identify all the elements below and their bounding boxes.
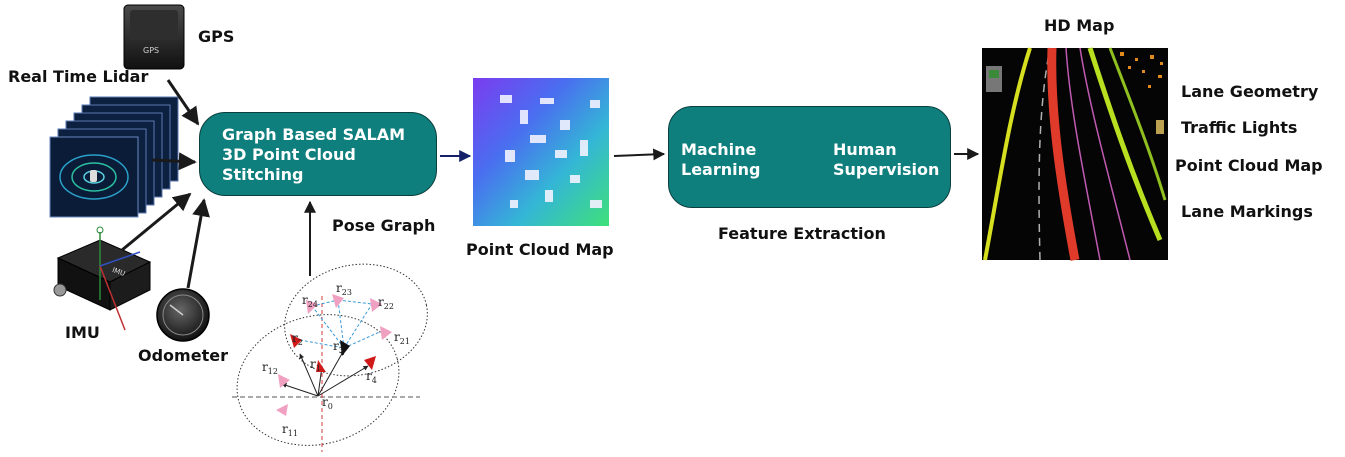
pose-graph-label: Pose Graph [332, 216, 436, 235]
ml-line-2: Learning [681, 160, 761, 179]
node-r12: r12 [262, 360, 278, 376]
node-r21: r21 [394, 330, 410, 346]
hd-map-title: HD Map [1044, 16, 1115, 35]
output-lane-markings: Lane Markings [1181, 202, 1313, 221]
human-line-2: Supervision [833, 160, 940, 179]
imu-device-image [53, 226, 152, 331]
slam-line-2: 3D Point Cloud [222, 145, 356, 164]
imu-label: IMU [65, 323, 100, 342]
slam-line-3: Stitching [222, 165, 304, 184]
node-r0: r0 [322, 395, 333, 411]
cloud-to-feature-arrow [613, 148, 666, 161]
pose-graph-figure: r0 r1 r2 r3 r4 r11 r12 r21 r22 r23 r24 [232, 263, 428, 452]
point-cloud-map-image [473, 78, 609, 226]
gps-device-text: GPS [143, 46, 160, 55]
gps-label: GPS [198, 27, 235, 46]
feature-extraction-label: Feature Extraction [718, 224, 886, 243]
imu-arrow [121, 192, 192, 252]
output-traffic-lights: Traffic Lights [1181, 118, 1298, 137]
slam-line-1: Graph Based SALAM [222, 125, 406, 144]
output-point-cloud-map: Point Cloud Map [1175, 156, 1323, 175]
lidar-arrow [151, 152, 197, 171]
node-r1: r1 [310, 357, 321, 373]
node-r11: r11 [282, 422, 298, 438]
node-r3: r3 [333, 339, 344, 355]
lidar-label: Real Time Lidar [8, 67, 149, 86]
human-line-1: Human [833, 140, 897, 159]
node-r24: r24 [302, 293, 318, 309]
lidar-frames-image [49, 96, 179, 218]
odometer-arrow [186, 198, 210, 289]
node-r2: r2 [292, 331, 303, 347]
slam-box: Graph Based SALAM 3D Point Cloud Stitchi… [199, 112, 437, 196]
ml-line-1: Machine [681, 140, 757, 159]
gps-device-image [123, 4, 185, 70]
gps-arrow [166, 79, 200, 126]
node-r4: r4 [366, 369, 377, 385]
output-lane-geometry: Lane Geometry [1181, 82, 1319, 101]
feature-extraction-box: Machine Learning Human Supervision [668, 106, 951, 208]
hd-map-image [982, 47, 1168, 261]
node-r23: r23 [336, 281, 352, 297]
odometer-label: Odometer [138, 346, 228, 365]
point-cloud-map-label: Point Cloud Map [466, 240, 614, 259]
odometer-image [156, 288, 210, 342]
node-r22: r22 [378, 295, 394, 311]
